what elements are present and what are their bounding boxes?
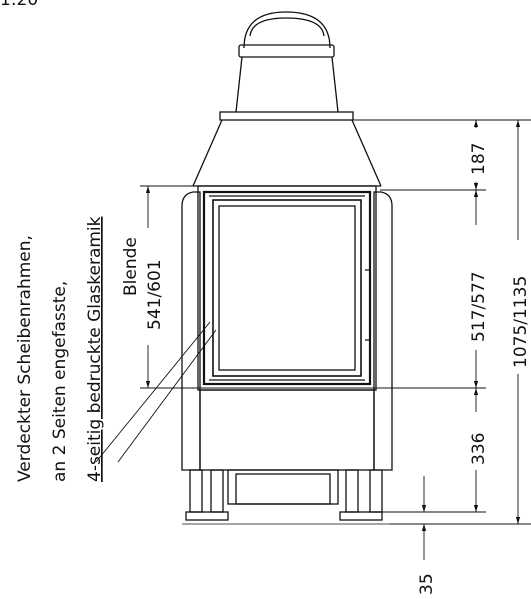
- blende-value: 541/601: [145, 259, 165, 330]
- right-leg: [345, 469, 359, 513]
- flue-pipe: [235, 56, 339, 113]
- left-feet: [185, 511, 229, 521]
- right-feet: [339, 511, 383, 521]
- blende-label: Blende: [121, 237, 141, 296]
- window-frame: [197, 185, 377, 391]
- dim-517-577: 517/577: [469, 271, 489, 342]
- note-line-2: an 2 Seiten engefasste,: [50, 281, 70, 482]
- viewing-glass: [218, 205, 356, 371]
- left-leg: [189, 469, 203, 513]
- hood: [192, 119, 382, 187]
- ash-drawer: [227, 469, 339, 505]
- dimension-lines: [95, 119, 531, 560]
- flue-collar: [243, 11, 331, 49]
- note-line-1: Verdeckter Scheibenrahmen,: [15, 235, 35, 482]
- note-line-3: 4-seitig bedruckte Glaskeramik: [85, 216, 105, 482]
- dim-1075-1135: 1075/1135: [511, 276, 531, 368]
- dim-187: 187: [469, 143, 489, 175]
- dim-336: 336: [469, 433, 489, 465]
- right-side-panel: [373, 191, 393, 471]
- base-section: [199, 389, 375, 471]
- dim-35: 35: [417, 573, 437, 595]
- scale-label: 1:20: [0, 0, 38, 10]
- left-side-panel: [181, 191, 201, 471]
- fireplace-drawing: [181, 11, 393, 525]
